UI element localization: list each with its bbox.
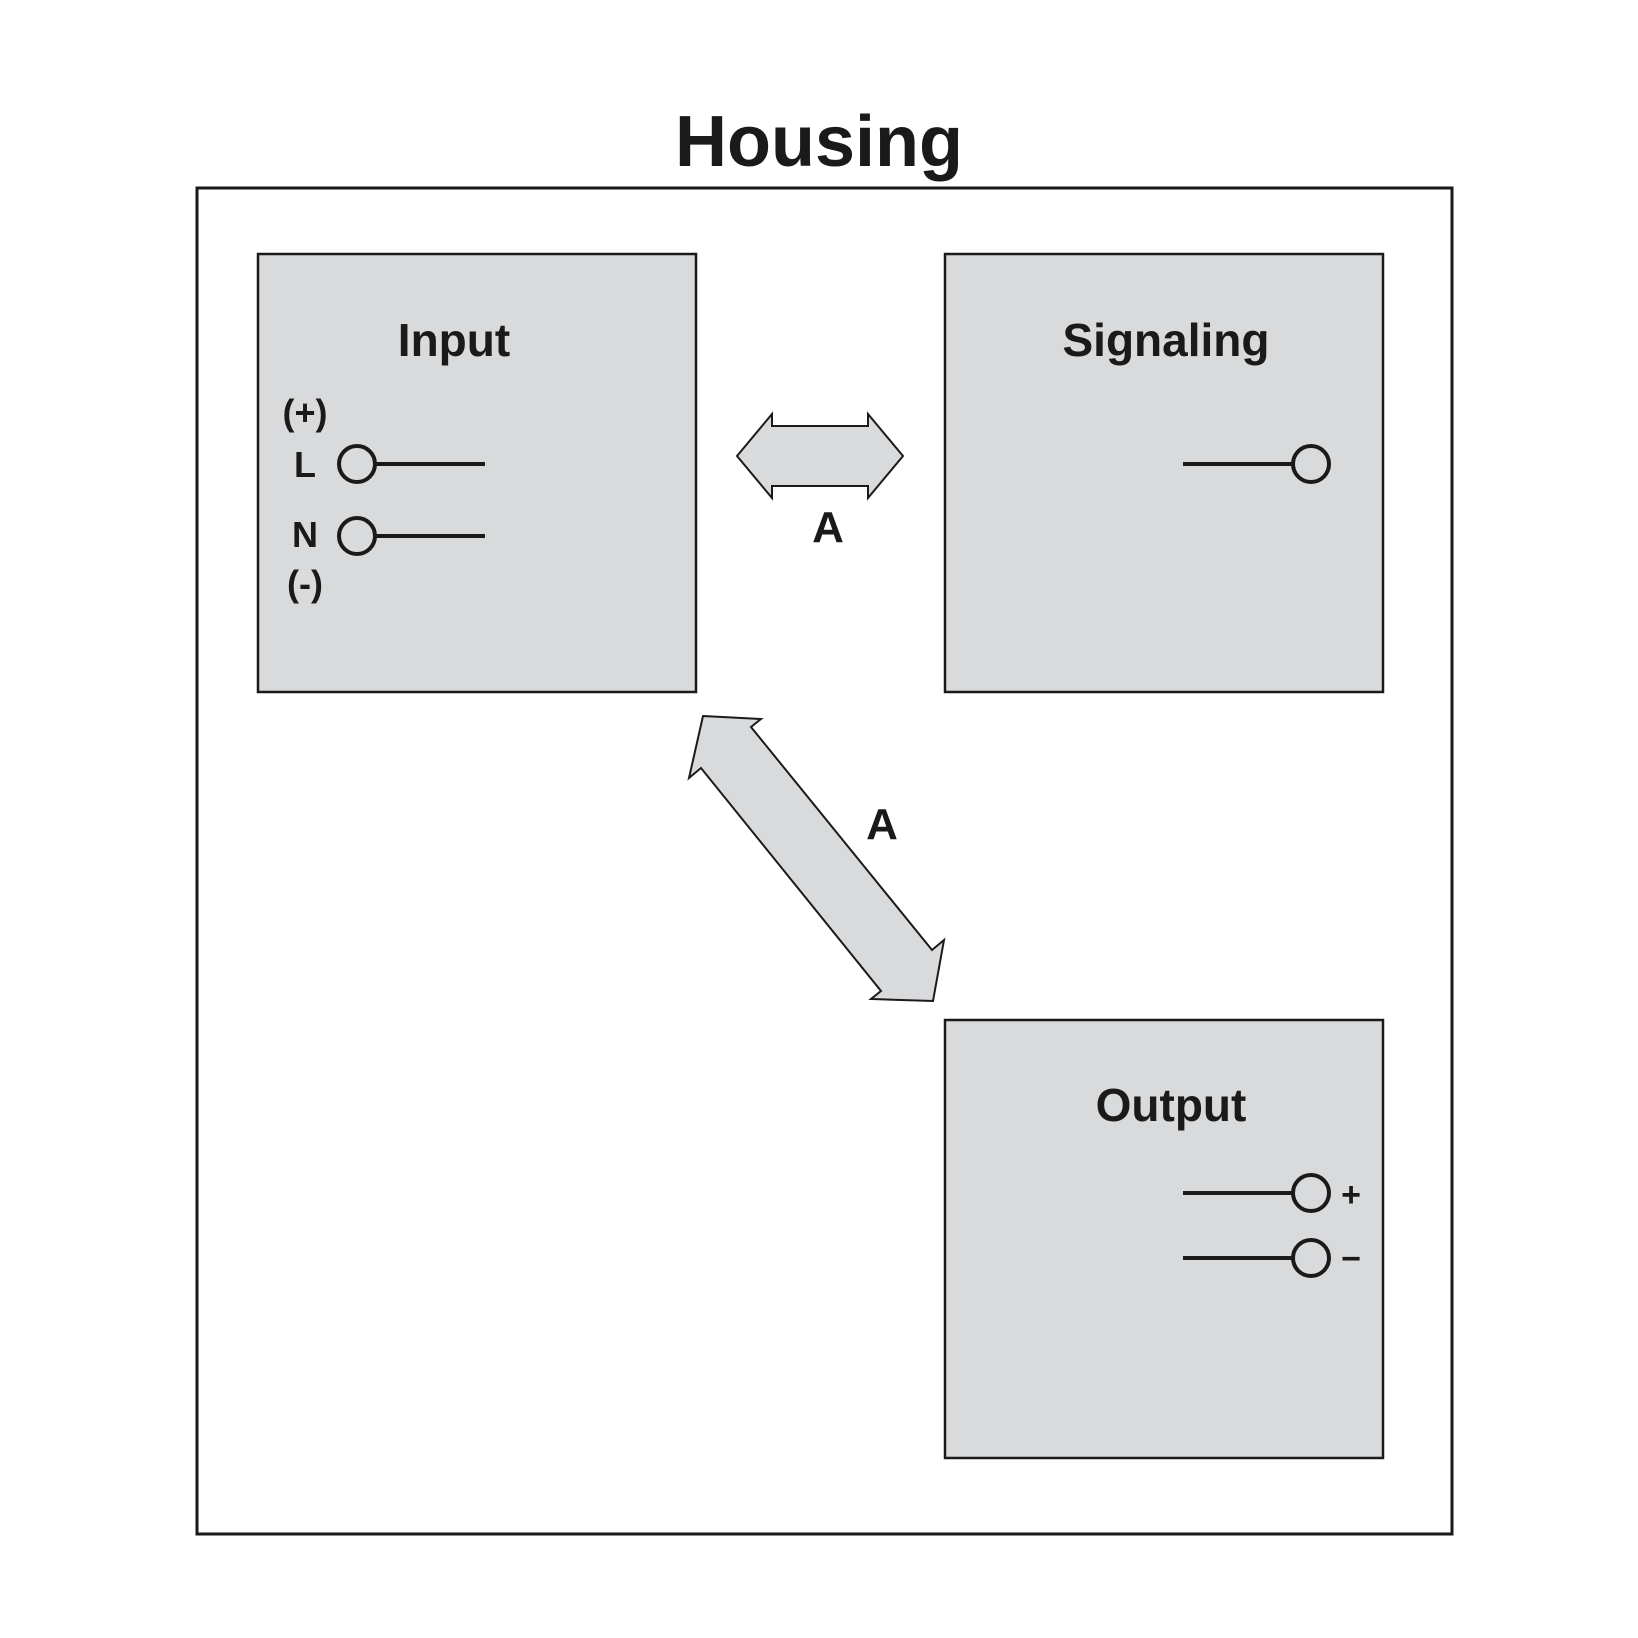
input-l-terminal xyxy=(337,444,377,484)
signaling-terminal xyxy=(1291,444,1331,484)
output-plus-terminal xyxy=(1291,1173,1331,1213)
input-minus-label: (-) xyxy=(287,563,323,604)
housing-title: Housing xyxy=(675,102,963,182)
input-title: Input xyxy=(398,314,510,366)
input-block: Input (+) L N (-) xyxy=(256,252,698,694)
input-box xyxy=(256,252,698,694)
output-block: Output + − xyxy=(943,1018,1385,1460)
input-signaling-double-arrow xyxy=(735,411,905,501)
input-output-label: A xyxy=(866,800,898,849)
signaling-block: Signaling xyxy=(943,252,1385,694)
input-output-double-arrow xyxy=(687,714,946,1003)
output-minus-label: − xyxy=(1341,1240,1361,1278)
signaling-title: Signaling xyxy=(1063,314,1270,366)
output-plus-label: + xyxy=(1341,1176,1361,1214)
output-minus-terminal xyxy=(1291,1238,1331,1278)
input-n-terminal xyxy=(337,516,377,556)
input-signaling-label: A xyxy=(812,503,844,552)
input-l-label: L xyxy=(294,444,316,485)
input-plus-label: (+) xyxy=(283,392,328,433)
input-n-label: N xyxy=(292,514,318,555)
output-title: Output xyxy=(1096,1079,1247,1131)
